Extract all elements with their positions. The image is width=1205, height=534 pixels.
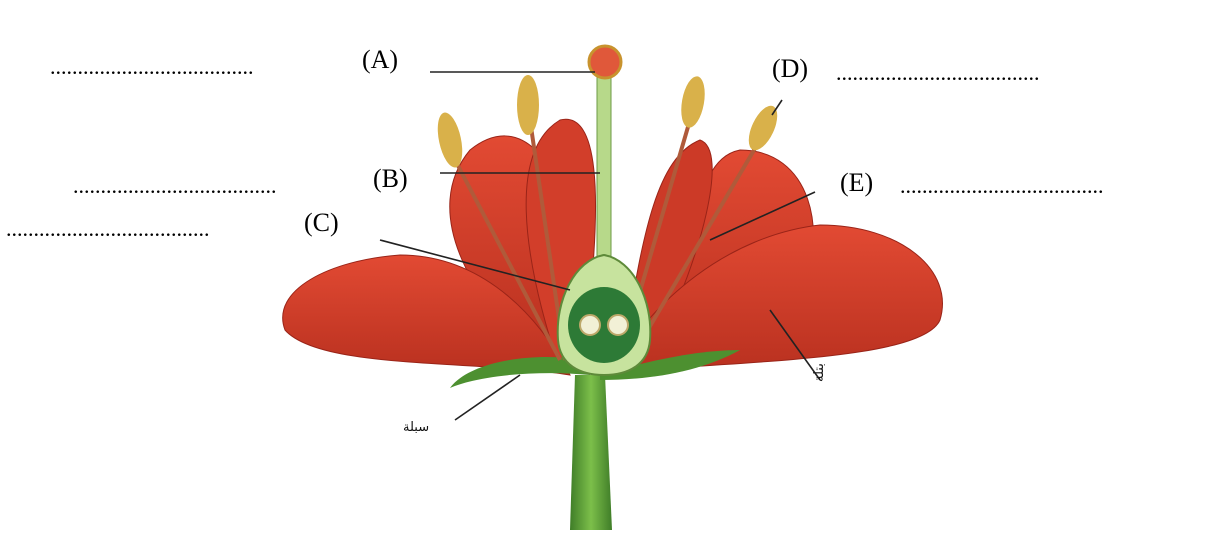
answer-blank-e[interactable]: ..................................... bbox=[900, 171, 1104, 201]
answer-blank-b[interactable]: ..................................... bbox=[73, 171, 277, 201]
ovary-chamber bbox=[568, 287, 640, 363]
label-d: (D) bbox=[772, 54, 808, 84]
label-c: (C) bbox=[304, 208, 339, 238]
ovule-right bbox=[608, 315, 628, 335]
ovule-left bbox=[580, 315, 600, 335]
stigma bbox=[589, 46, 621, 78]
sepal-label: سبلة bbox=[403, 420, 429, 435]
petal-label: بتلة bbox=[812, 363, 827, 382]
style bbox=[597, 75, 611, 265]
label-a: (A) bbox=[362, 45, 398, 75]
label-b: (B) bbox=[373, 164, 408, 194]
answer-blank-a[interactable]: ..................................... bbox=[50, 52, 254, 82]
stem bbox=[570, 375, 612, 530]
answer-blank-c[interactable]: ..................................... bbox=[6, 214, 210, 244]
answer-blank-d[interactable]: ..................................... bbox=[836, 58, 1040, 88]
label-e: (E) bbox=[840, 168, 873, 198]
